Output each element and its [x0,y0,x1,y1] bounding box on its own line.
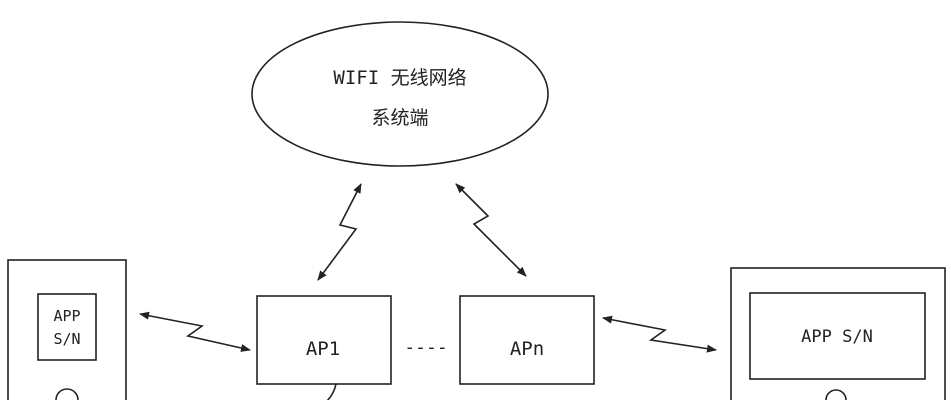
wireless-link-cloud-apn [455,183,527,277]
wireless-link-cloud-ap1 [317,183,362,281]
phone-label-line2: S/N [53,330,80,348]
apn-node: APn [459,295,595,385]
ap1-box [256,295,392,385]
phone-home-button [55,388,79,400]
apn-box [459,295,595,385]
phone-device: APP S/N [7,259,127,400]
wifi-system-ellipse [251,21,549,167]
wireless-link-phone-ap1 [139,311,251,352]
ap1-node: AP1 [256,295,392,400]
apn-label: APn [510,338,544,360]
monitor-label: APP S/N [801,327,873,347]
wifi-system-node: WIFI 无线网络 系统端 [251,21,549,167]
phone-screen [37,293,97,361]
ap1-cable [326,383,337,400]
ap1-label: AP1 [306,338,340,360]
monitor-power-button [825,389,847,400]
monitor-screen [749,292,926,380]
phone-label-line1: APP [53,307,80,325]
monitor-device: APP S/N [730,267,946,400]
wifi-system-label-line2: 系统端 [371,107,428,129]
wireless-link-apn-monitor [602,315,717,353]
ap-ellipsis-dashes: ---- [404,337,447,358]
wifi-system-label-line1: WIFI 无线网络 [333,67,466,89]
